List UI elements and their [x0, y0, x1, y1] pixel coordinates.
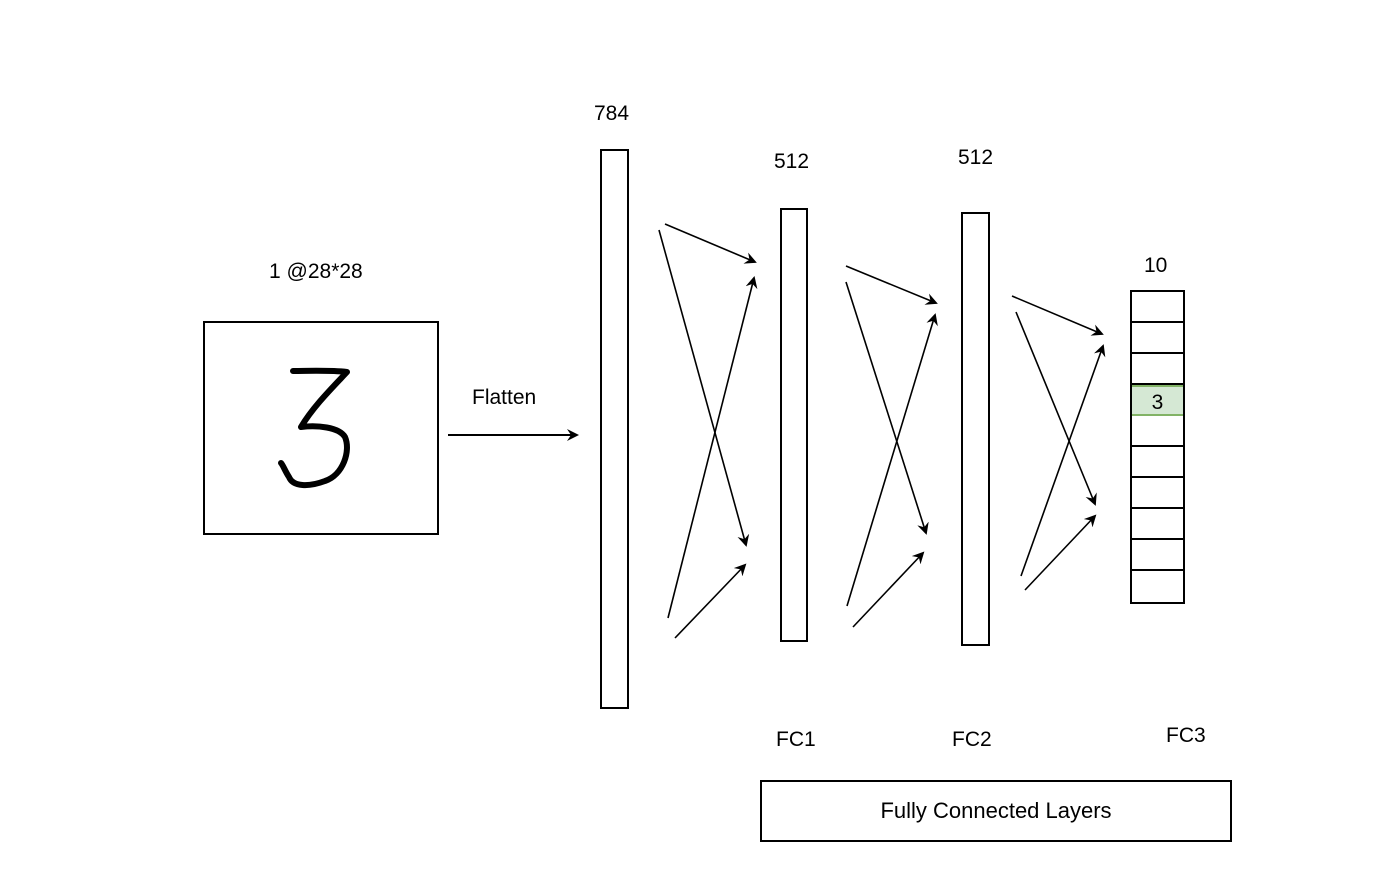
- flat-layer-size-label: 784: [594, 102, 630, 125]
- fc1-name-label: FC1: [776, 728, 816, 751]
- connection-arrow: [658, 229, 750, 547]
- fc2-name-label: FC2: [952, 728, 992, 751]
- fc3-output-cell: [1132, 292, 1183, 323]
- fc2-size-label: 512: [958, 146, 994, 169]
- fc3-output-column: 3: [1130, 290, 1185, 604]
- fc1-layer-bar: [780, 208, 808, 642]
- input-shape-label: 1 @28*28: [269, 260, 363, 283]
- connection-arrow: [845, 265, 938, 305]
- connection-arrow: [1011, 295, 1104, 336]
- connection-arrow: [845, 281, 929, 535]
- fc3-output-cell: [1132, 416, 1183, 447]
- fc3-size-label: 10: [1144, 254, 1168, 277]
- fc3-output-cell: [1132, 447, 1183, 478]
- input-image: [203, 321, 439, 535]
- fc3-output-cell: [1132, 571, 1183, 602]
- connection-arrow: [674, 563, 747, 639]
- connection-arrow: [1024, 514, 1097, 591]
- fc3-output-cell: [1132, 478, 1183, 509]
- fc1-size-label: 512: [774, 150, 810, 173]
- connection-arrow: [1020, 344, 1106, 577]
- fully-connected-layers-box: Fully Connected Layers: [760, 780, 1232, 842]
- fc2-layer-bar: [961, 212, 990, 646]
- fc3-output-cell: [1132, 509, 1183, 540]
- connection-arrow: [667, 276, 758, 619]
- fc3-output-cell-highlighted: 3: [1132, 385, 1183, 416]
- fully-connected-layers-label: Fully Connected Layers: [880, 798, 1112, 823]
- fc3-output-cell: [1132, 354, 1183, 385]
- connection-arrow: [846, 313, 938, 607]
- flatten-label: Flatten: [472, 386, 537, 409]
- fc3-name-label: FC3: [1166, 724, 1206, 747]
- connection-arrow: [664, 223, 757, 264]
- fc3-output-cell: [1132, 323, 1183, 354]
- flat-layer-bar: [600, 149, 629, 709]
- connection-arrow: [852, 551, 925, 628]
- handwritten-digit-image: [278, 367, 350, 489]
- fc3-output-cell: [1132, 540, 1183, 571]
- predicted-class-label: 3: [1151, 390, 1164, 414]
- connection-arrow: [1015, 311, 1097, 506]
